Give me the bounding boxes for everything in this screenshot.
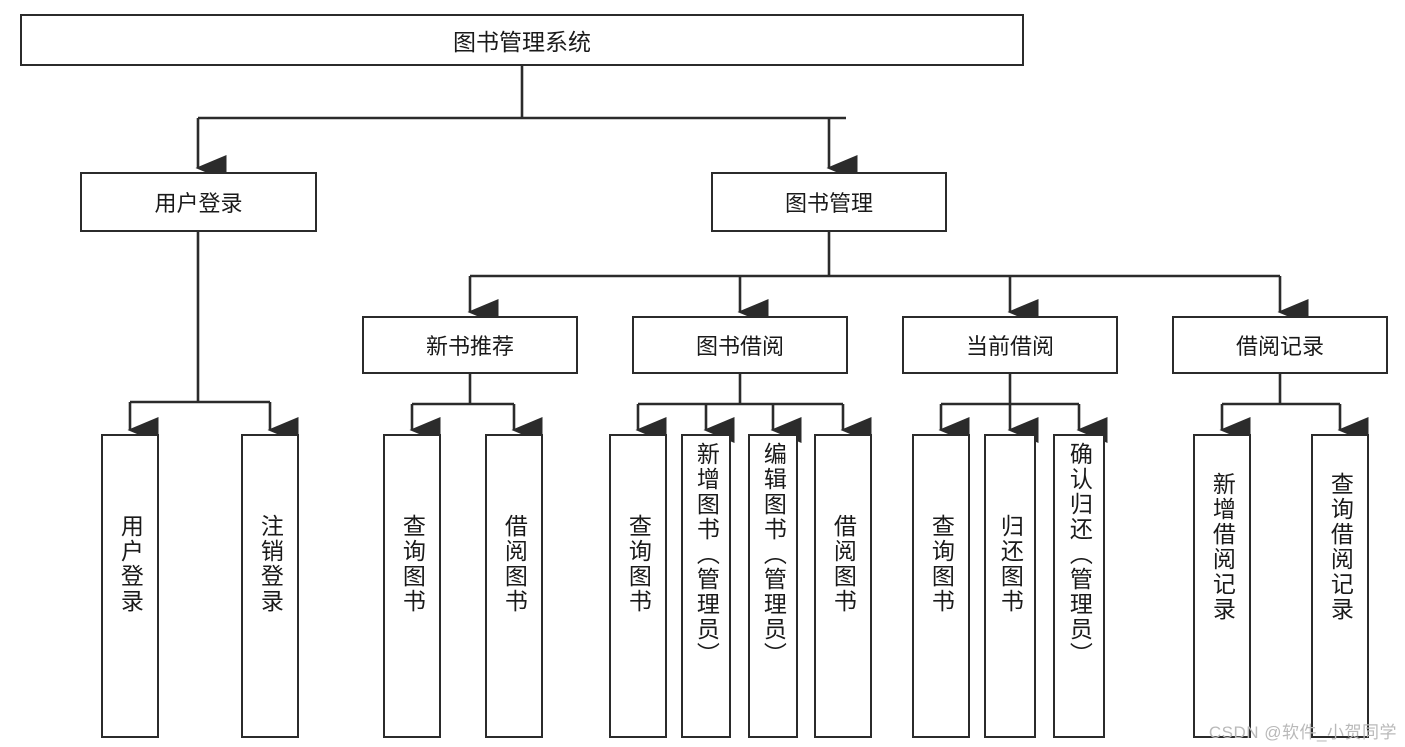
leaf-user-login[interactable]: 用户登录	[101, 434, 159, 738]
leaf-borrow-book[interactable]: 借阅图书	[814, 434, 872, 738]
leaf-edit-book-admin[interactable]: 编辑图书（管理员）	[748, 434, 798, 738]
leaf-logout[interactable]: 注销登录	[241, 434, 299, 738]
leaf-query-book-borrow[interactable]: 查询图书	[609, 434, 667, 738]
node-new-book-recommend-label: 新书推荐	[425, 334, 514, 359]
node-new-book-recommend[interactable]: 新书推荐	[362, 316, 578, 374]
watermark: CSDN @软件_小贺同学	[1208, 723, 1397, 742]
node-root[interactable]: 图书管理系统	[20, 14, 1024, 66]
leaf-return-book[interactable]: 归还图书	[984, 434, 1036, 738]
node-book-borrow-label: 图书借阅	[695, 334, 784, 359]
leaf-query-book-current-label: 查询图书	[928, 514, 955, 614]
node-user-login[interactable]: 用户登录	[80, 172, 317, 232]
leaf-borrow-book-newbook-label: 借阅图书	[501, 514, 528, 614]
leaf-confirm-return-admin[interactable]: 确认归还（管理员）	[1053, 434, 1105, 738]
leaf-logout-label: 注销登录	[257, 514, 284, 614]
node-current-borrow-label: 当前借阅	[965, 334, 1054, 359]
leaf-query-book-newbook[interactable]: 查询图书	[383, 434, 441, 738]
leaf-add-book-admin[interactable]: 新增图书（管理员）	[681, 434, 731, 738]
leaf-borrow-book-label: 借阅图书	[830, 514, 857, 614]
node-book-management-label: 图书管理	[784, 191, 873, 216]
node-root-label: 图书管理系统	[453, 29, 591, 55]
leaf-return-book-label: 归还图书	[997, 514, 1024, 614]
leaf-borrow-book-newbook[interactable]: 借阅图书	[485, 434, 543, 738]
leaf-query-borrow-record-label: 查询借阅记录	[1327, 472, 1354, 622]
node-book-borrow[interactable]: 图书借阅	[632, 316, 848, 374]
leaf-query-book-current[interactable]: 查询图书	[912, 434, 970, 738]
node-borrow-record[interactable]: 借阅记录	[1172, 316, 1388, 374]
leaf-user-login-label: 用户登录	[117, 514, 144, 614]
node-book-management[interactable]: 图书管理	[711, 172, 947, 232]
node-user-login-label: 用户登录	[154, 191, 243, 216]
node-borrow-record-label: 借阅记录	[1235, 334, 1324, 359]
leaf-edit-book-admin-label: 编辑图书（管理员）	[760, 442, 787, 667]
leaf-add-borrow-record[interactable]: 新增借阅记录	[1193, 434, 1251, 738]
leaf-add-borrow-record-label: 新增借阅记录	[1209, 472, 1236, 622]
leaf-query-book-newbook-label: 查询图书	[399, 514, 426, 614]
leaf-confirm-return-admin-label: 确认归还（管理员）	[1066, 442, 1093, 667]
node-current-borrow[interactable]: 当前借阅	[902, 316, 1118, 374]
leaf-query-borrow-record[interactable]: 查询借阅记录	[1311, 434, 1369, 738]
leaf-query-book-borrow-label: 查询图书	[625, 514, 652, 614]
leaf-add-book-admin-label: 新增图书（管理员）	[693, 442, 720, 667]
